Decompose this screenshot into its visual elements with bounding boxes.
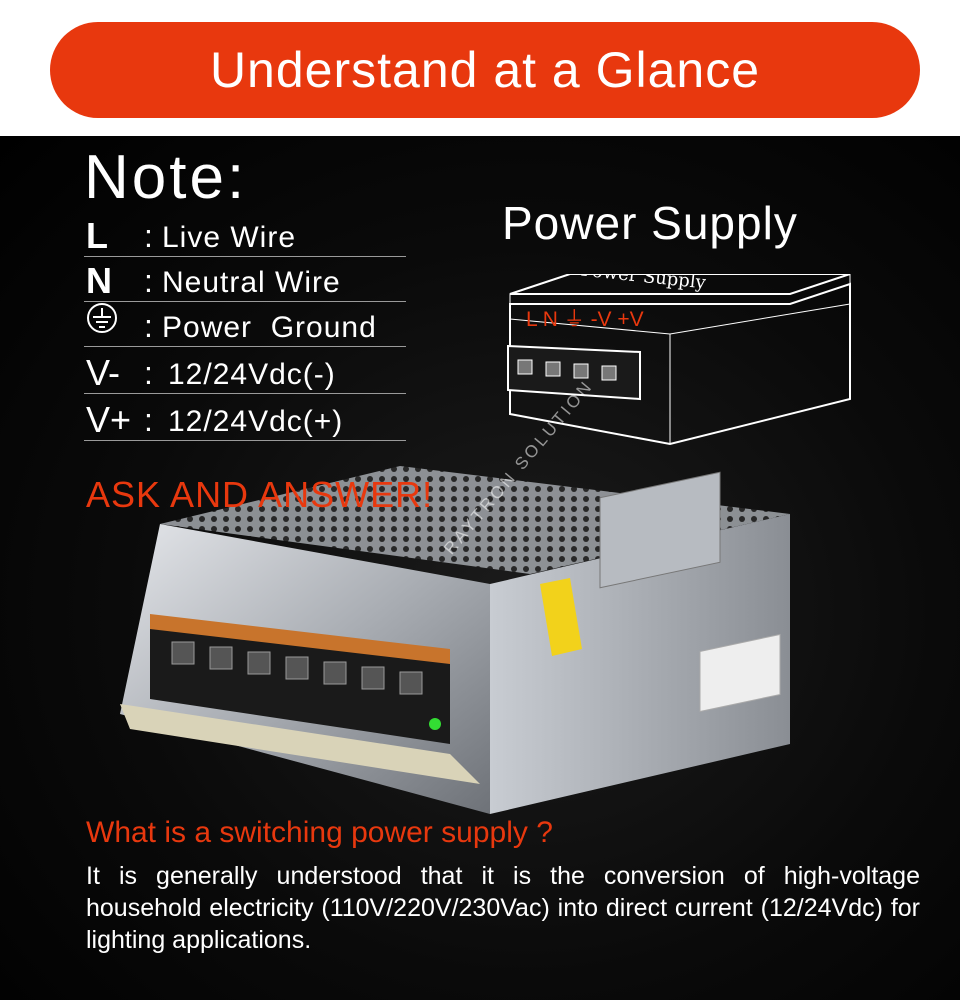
legend-row-neutral: N : Neutral Wire [84,257,406,302]
legend-row-vplus: V+ : 12/24Vdc(+) [84,394,406,441]
power-supply-title: Power Supply [502,197,798,249]
diagram-terminal-labels: L N ⏚ -V +V [526,308,644,331]
info-panel: Note: L : Live Wire N : Neutral Wire : [0,136,960,1000]
wire-legend: L : Live Wire N : Neutral Wire : Power G… [84,218,406,441]
terminal-screw-icon [517,359,533,375]
legend-desc-vplus: 12/24Vdc(+) [168,405,344,438]
legend-desc-ground: Power Ground [162,311,377,344]
legend-colon: : [144,263,153,299]
legend-colon: : [144,402,153,438]
ground-symbol-icon [86,302,118,340]
legend-desc-neutral: Neutral Wire [162,266,341,299]
banner-title: Understand at a Glance [50,22,920,118]
terminal-screw-icon [545,361,561,377]
legend-row-vminus: V- : 12/24Vdc(-) [84,347,406,394]
power-supply-product-image [120,466,790,814]
note-title: Note: [84,143,248,212]
faq-answer: It is generally understood that it is th… [86,862,920,954]
legend-symbol-vminus: V- [86,352,121,393]
terminal-screw-icon [601,365,617,381]
legend-desc-vminus: 12/24Vdc(-) [168,358,336,391]
legend-row-ground: : Power Ground [84,302,406,347]
power-supply-diagram: Power Supply L N ⏚ -V +V [507,274,851,446]
legend-symbol-vplus: V+ [86,399,132,440]
legend-row-live: L : Live Wire [84,218,406,257]
legend-colon: : [144,308,153,344]
ask-and-answer-title: ASK AND ANSWER! [86,474,434,515]
legend-desc-live: Live Wire [162,221,297,254]
faq-question: What is a switching power supply ? [86,816,553,849]
header-area: Understand at a Glance [0,0,960,136]
legend-symbol-l: L [86,215,108,256]
legend-colon: : [144,355,153,391]
diagram-top-text: Power Supply [580,274,708,294]
terminal-screw-icon [573,363,589,379]
led-indicator-icon [429,718,441,730]
legend-colon: : [144,218,153,254]
legend-symbol-n: N [86,260,112,301]
